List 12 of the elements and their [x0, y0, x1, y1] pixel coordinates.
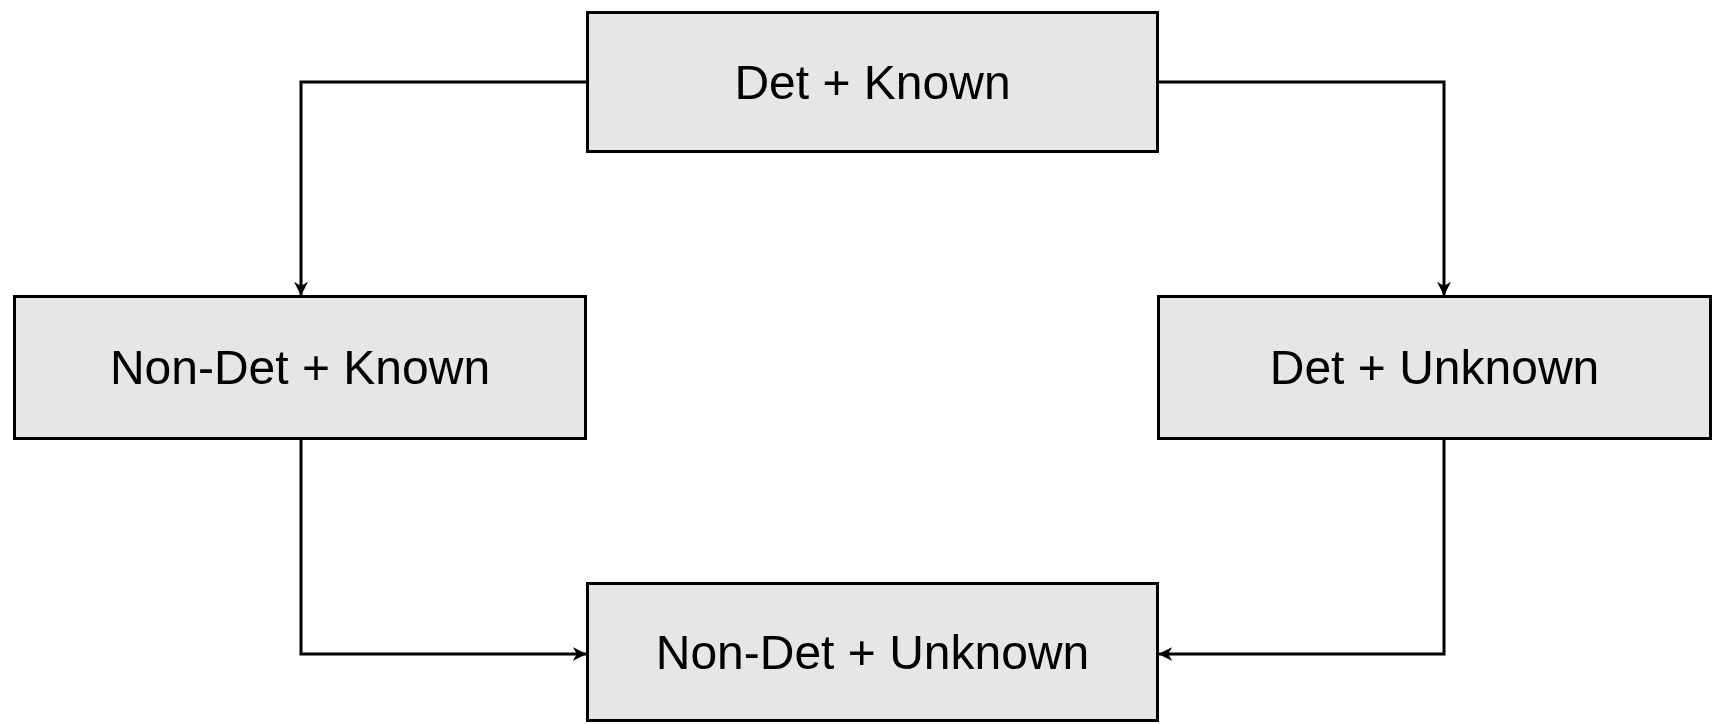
process-box: [586, 582, 1159, 722]
arrow: [1158, 440, 1446, 661]
box-label: Non-Det + Known: [109, 340, 491, 395]
box-label: Det + Known: [734, 54, 1011, 110]
arrow: [294, 80, 586, 296]
process-box: [1157, 295, 1712, 440]
box-label: Det + Unknown: [1269, 340, 1600, 395]
process-box: [586, 11, 1159, 153]
box-label: Non-Det + Unknown: [655, 624, 1090, 680]
process-box: [13, 295, 587, 440]
arrow: [1159, 80, 1451, 296]
arrow: [299, 440, 587, 661]
